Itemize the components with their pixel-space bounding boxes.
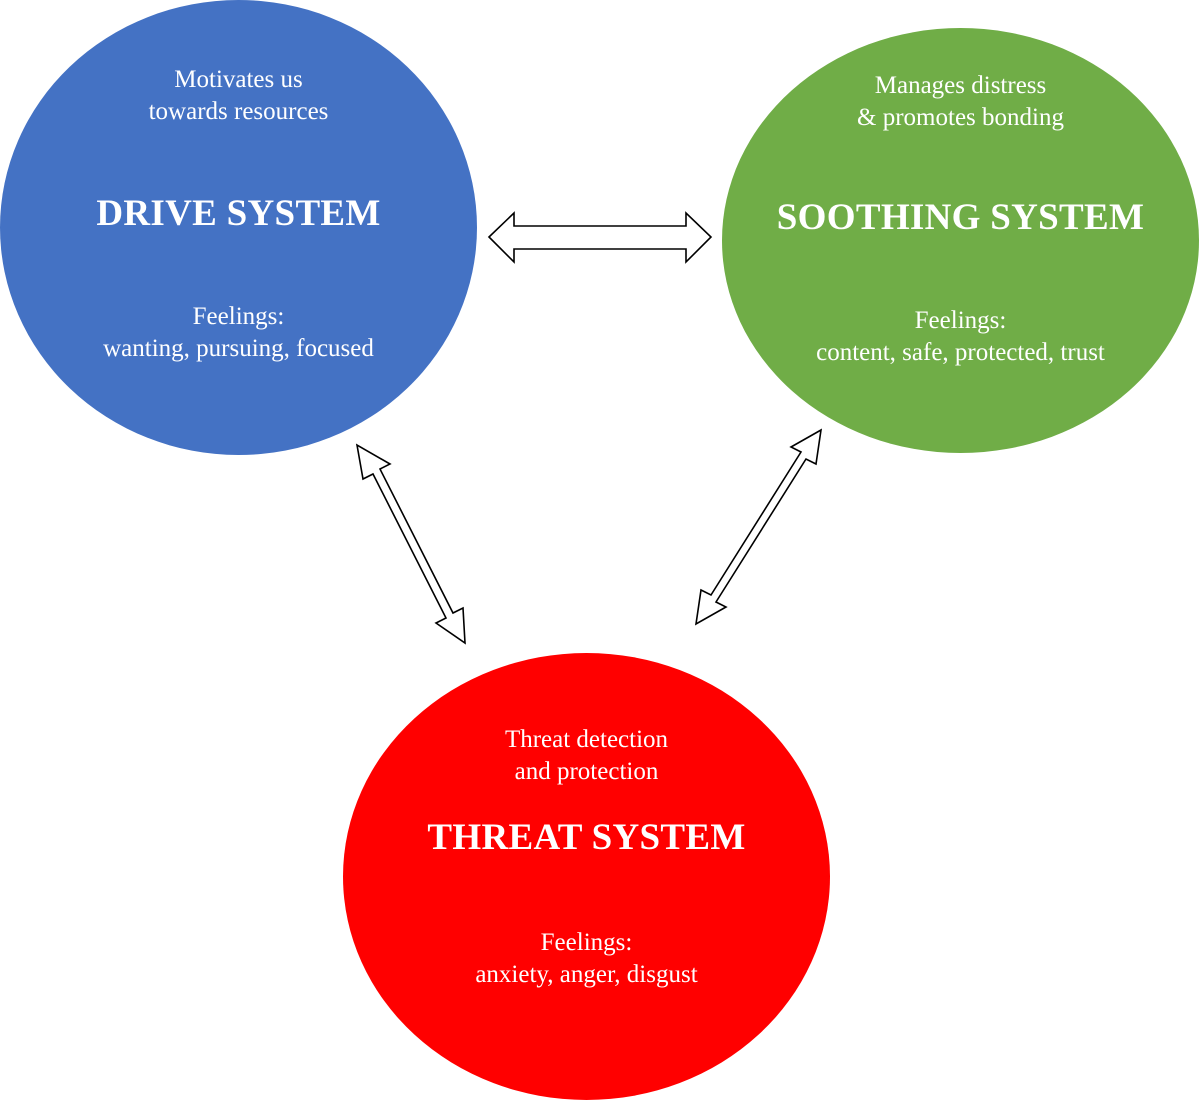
drive-threat-double-arrow <box>355 443 466 645</box>
drive-feelings: Feelings: wanting, pursuing, focused <box>0 301 477 365</box>
soothing-feelings: Feelings: content, safe, protected, trus… <box>722 305 1199 369</box>
soothing-feelings-list: content, safe, protected, trust <box>816 339 1105 366</box>
soothing-purpose-line1: Manages distress <box>874 72 1047 99</box>
soothing-purpose-line2: & promotes bonding <box>857 104 1064 131</box>
soothing-threat-double-arrow <box>694 428 823 626</box>
soothing-system-circle: Manages distress & promotes bonding SOOT… <box>722 28 1199 453</box>
threat-feelings-list: anxiety, anger, disgust <box>475 961 698 988</box>
drive-purpose-line2: towards resources <box>148 98 329 125</box>
soothing-purpose: Manages distress & promotes bonding <box>722 70 1199 134</box>
soothing-feelings-label: Feelings: <box>914 307 1007 334</box>
threat-feelings: Feelings: anxiety, anger, disgust <box>343 927 830 991</box>
threat-system-circle: Threat detection and protection THREAT S… <box>343 653 830 1100</box>
threat-purpose-line1: Threat detection <box>504 726 669 753</box>
drive-system-circle: Motivates us towards resources DRIVE SYS… <box>0 0 477 455</box>
soothing-title: SOOTHING SYSTEM <box>776 197 1145 238</box>
threat-feelings-label: Feelings: <box>540 929 633 956</box>
drive-purpose-line1: Motivates us <box>174 66 303 93</box>
drive-feelings-label: Feelings: <box>192 303 285 330</box>
drive-title: DRIVE SYSTEM <box>96 193 381 234</box>
threat-title: THREAT SYSTEM <box>427 817 746 858</box>
threat-purpose: Threat detection and protection <box>343 724 830 788</box>
drive-feelings-list: wanting, pursuing, focused <box>103 335 374 362</box>
drive-purpose: Motivates us towards resources <box>0 64 477 128</box>
threat-purpose-line2: and protection <box>514 758 659 785</box>
drive-soothing-double-arrow <box>487 211 713 264</box>
